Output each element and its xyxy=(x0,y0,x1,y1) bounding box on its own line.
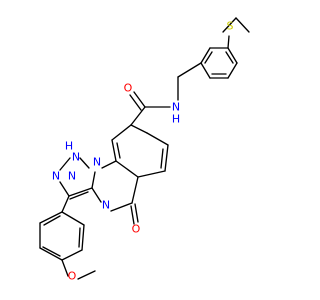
sulfur-atom: S xyxy=(227,20,234,33)
bond xyxy=(39,247,63,261)
bond xyxy=(177,62,202,78)
pyrimidine-nitrogen-atom: N xyxy=(102,199,110,212)
chemical-structure: S N H O N H N N N N O O xyxy=(0,0,300,300)
bond xyxy=(61,195,70,213)
atom-labels: S N H O N H N N N N O O xyxy=(52,20,234,283)
amide-hydrogen-atom: H xyxy=(172,113,180,126)
bond xyxy=(164,144,169,172)
bond xyxy=(78,227,81,248)
bond xyxy=(160,148,164,169)
bridgehead-nitrogen-atom: N xyxy=(93,156,101,169)
canvas-background xyxy=(0,0,300,300)
bond xyxy=(61,249,83,261)
bond xyxy=(235,17,250,33)
bond xyxy=(227,35,230,49)
bond xyxy=(111,124,132,141)
amide-oxygen-atom: O xyxy=(124,82,133,95)
bond xyxy=(130,106,146,126)
bond xyxy=(129,94,142,111)
methoxy-oxygen-atom: O xyxy=(68,270,77,283)
bond xyxy=(101,160,117,169)
bond xyxy=(200,47,211,64)
bond xyxy=(146,132,169,146)
amide-nitrogen-atom: N xyxy=(172,101,180,114)
triazole-hydrogen-atom: H xyxy=(65,140,73,153)
bond xyxy=(204,51,213,64)
bond xyxy=(227,47,238,64)
bond xyxy=(111,139,117,162)
bond xyxy=(116,142,121,159)
bond xyxy=(131,176,139,204)
bond xyxy=(91,187,102,203)
bond xyxy=(61,259,69,277)
bond xyxy=(81,224,85,251)
triazole-nitrogen-1-atom: N xyxy=(72,151,80,164)
bond xyxy=(133,91,146,108)
bond xyxy=(43,215,61,226)
bond xyxy=(61,211,85,226)
bond xyxy=(79,157,90,169)
triazole-nitrogen-2-atom: N xyxy=(52,170,60,183)
bond xyxy=(134,203,139,223)
bond xyxy=(225,51,234,64)
triazole-nitrogen-3-atom: N xyxy=(68,170,76,183)
bond xyxy=(115,160,139,178)
bond xyxy=(222,17,237,33)
bond xyxy=(69,191,89,200)
bond xyxy=(227,62,238,79)
bond-lines xyxy=(39,17,250,280)
bond xyxy=(59,157,71,171)
bond xyxy=(42,246,61,257)
bond xyxy=(68,187,93,197)
bond xyxy=(200,62,211,79)
bond xyxy=(130,124,148,134)
bond xyxy=(59,181,70,197)
bond xyxy=(77,270,96,280)
bond xyxy=(91,171,96,189)
carbonyl-oxygen-atom: O xyxy=(132,223,141,236)
bond xyxy=(110,202,133,212)
bond xyxy=(39,211,63,224)
bond xyxy=(130,205,135,225)
bond xyxy=(137,170,166,178)
